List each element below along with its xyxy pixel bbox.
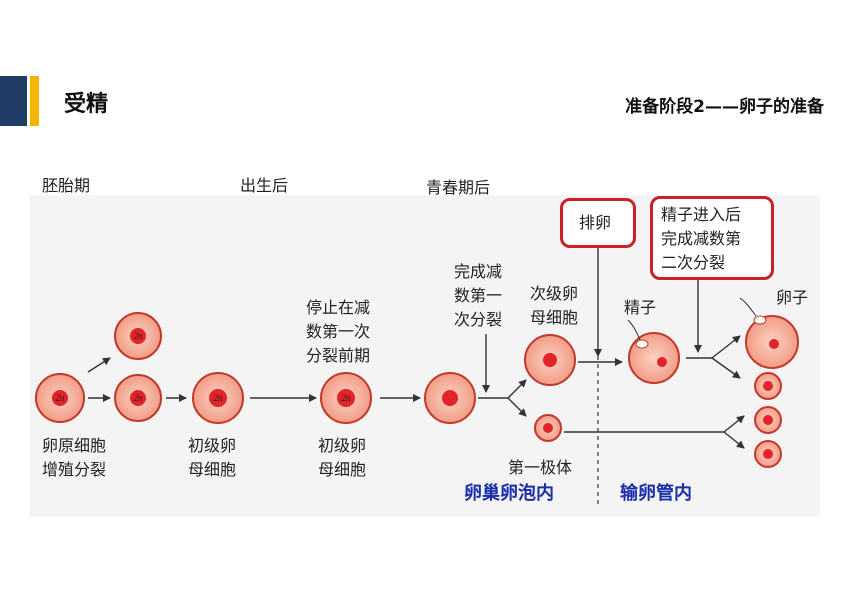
ploidy-label-daughter-right: 2n	[134, 393, 144, 403]
arrow-polar-split-down	[723, 431, 745, 449]
slide-title: 受精	[64, 92, 109, 117]
label-complete-line1: 完成减	[454, 262, 503, 281]
stage-embryo: 胚胎期	[42, 176, 91, 195]
nucleus-polar-body-4	[763, 449, 773, 459]
label-sperm: 精子	[624, 298, 657, 317]
label-oogonium-line2: 增殖分裂	[42, 460, 107, 479]
label-complete-line3: 次分裂	[454, 310, 503, 329]
cells	[35, 297, 799, 468]
label-arrest-line3: 分裂前期	[306, 346, 371, 365]
stage-after-birth: 出生后	[240, 176, 289, 195]
label-primary1-line2: 母细胞	[188, 460, 237, 479]
nucleus-primary-oocyte-3	[442, 390, 458, 406]
label-oogonium-line1: 卵原细胞	[42, 436, 107, 455]
sperm-head	[635, 339, 649, 349]
ploidy-label-primary-1: 2n	[214, 393, 224, 403]
arrow-to-polar2	[711, 357, 741, 379]
nucleus-oogonium	[52, 390, 68, 406]
arrows	[87, 246, 745, 449]
callout-ovulation-text: 排卵	[579, 213, 612, 232]
nucleus-oocyte-with-sperm	[657, 357, 667, 367]
ploidy-label-daughter-top: 2n	[134, 331, 144, 341]
label-secondary-line2: 母细胞	[530, 308, 579, 327]
nucleus-secondary-oocyte	[543, 353, 557, 367]
cell-oocyte-with-sperm	[628, 332, 680, 384]
nucleus-daughter-right	[130, 390, 146, 406]
label-egg: 卵子	[776, 288, 809, 307]
location-oviduct: 输卵管内	[620, 483, 692, 504]
callout-sperm-entry-line3: 二次分裂	[661, 253, 726, 272]
nucleus-primary-oocyte-1	[209, 389, 227, 407]
callout-sperm-entry-line1: 精子进入后	[661, 205, 742, 224]
nucleus-first-polar-body	[543, 423, 553, 433]
label-first-polar-body: 第一极体	[508, 458, 573, 477]
ploidy-label-primary-2: 2n	[342, 393, 352, 403]
nucleus-daughter-top	[130, 328, 146, 344]
egg-sperm-head	[753, 315, 767, 325]
stage-puberty: 青春期后	[426, 178, 491, 197]
nucleus-polar-body-3	[763, 415, 773, 425]
egg-sperm-tail	[739, 297, 757, 317]
nucleus-primary-oocyte-2	[337, 389, 355, 407]
arrow-oogonium-up	[87, 357, 111, 373]
section-title: 准备阶段2——卵子的准备	[625, 97, 824, 117]
callout-ovulation: 排卵	[560, 198, 636, 248]
label-arrest-line1: 停止在减	[306, 298, 371, 317]
label-complete-line2: 数第一	[454, 286, 503, 305]
ploidy-label-oogonium: 2n	[56, 393, 66, 403]
label-arrest-line2: 数第一次	[306, 322, 371, 341]
accent-bar-navy	[0, 76, 27, 126]
accent-bar-gold	[30, 76, 39, 126]
nucleus-egg	[769, 339, 779, 349]
arrow-polar-split-up	[723, 415, 745, 433]
location-ovary: 卵巢卵泡内	[464, 483, 554, 504]
callout-sperm-entry-line2: 完成减数第	[661, 229, 742, 248]
sperm-tail	[627, 319, 641, 341]
nucleus-polar-body-2	[763, 381, 773, 391]
arrow-to-egg	[711, 335, 741, 359]
label-primary2-line1: 初级卵	[318, 436, 367, 455]
callout-sperm-entry: 精子进入后 完成减数第 二次分裂	[650, 196, 774, 280]
arrow-to-secondary	[507, 379, 527, 399]
label-primary2-line2: 母细胞	[318, 460, 367, 479]
label-primary1-line1: 初级卵	[188, 436, 237, 455]
arrow-to-polarbody	[507, 397, 527, 417]
label-secondary-line1: 次级卵	[530, 284, 579, 303]
